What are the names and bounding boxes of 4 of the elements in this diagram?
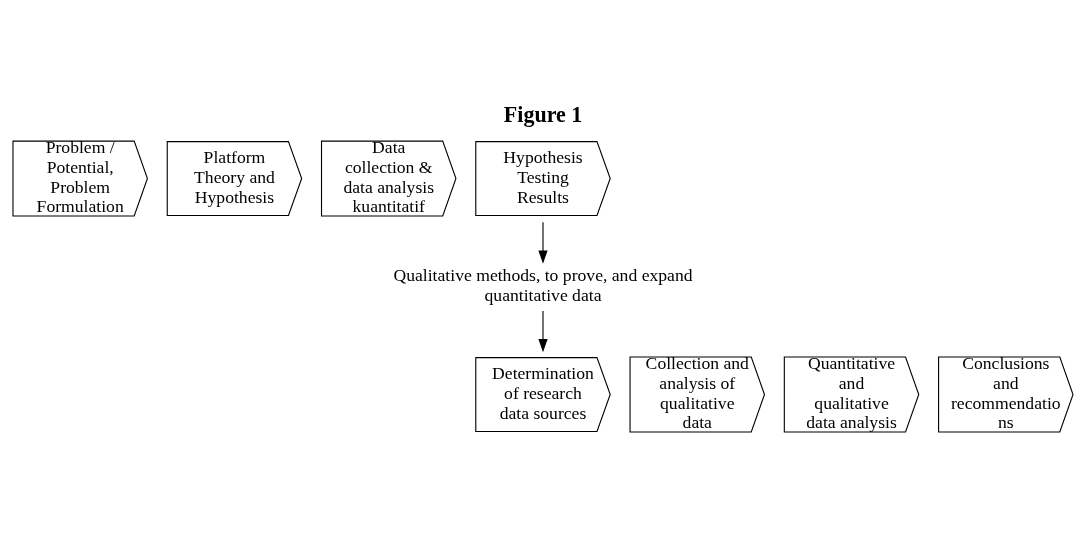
arrow [538,310,548,353]
node-text: Qualitative methods, to prove, and expand quantitative data [393,264,693,305]
diagram-title: Figure 1 [503,102,583,128]
arrow [538,221,548,264]
